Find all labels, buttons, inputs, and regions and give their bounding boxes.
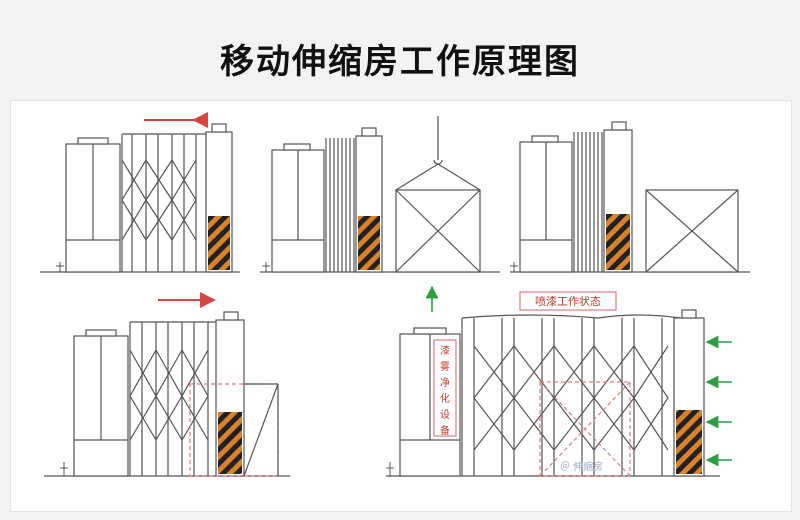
- airflow-arrows: [425, 285, 732, 467]
- purifier-char: 净: [440, 376, 450, 389]
- purifier-char: 设: [440, 409, 450, 421]
- scene-extended-left: [40, 112, 240, 273]
- purifier-char: 备: [440, 424, 450, 437]
- diagram-title: 移动伸缩房工作原理图: [220, 42, 580, 82]
- compressed-frames-3: [573, 132, 603, 272]
- accordion-frames-5: [461, 314, 681, 476]
- label-spray-state: 喷漆工作状态: [535, 294, 601, 308]
- ground-marks: [56, 262, 518, 476]
- accordion-frames-1: [121, 133, 206, 272]
- scene-retracted-crane: [260, 116, 500, 273]
- compressed-frames-2: [325, 138, 355, 272]
- purifier-char: 雾: [440, 361, 450, 373]
- watermark: ＠ 伸缩房: [560, 460, 603, 473]
- purifier-char: 化: [440, 392, 450, 405]
- scene-extending-right: [44, 292, 290, 477]
- purifier-char: 漆: [440, 344, 450, 357]
- label-purifier: 漆雾净化设备: [440, 344, 450, 437]
- accordion-frames-4: [129, 321, 216, 476]
- scene-retracted-box: [510, 121, 750, 273]
- scene-spray-working: [386, 291, 720, 477]
